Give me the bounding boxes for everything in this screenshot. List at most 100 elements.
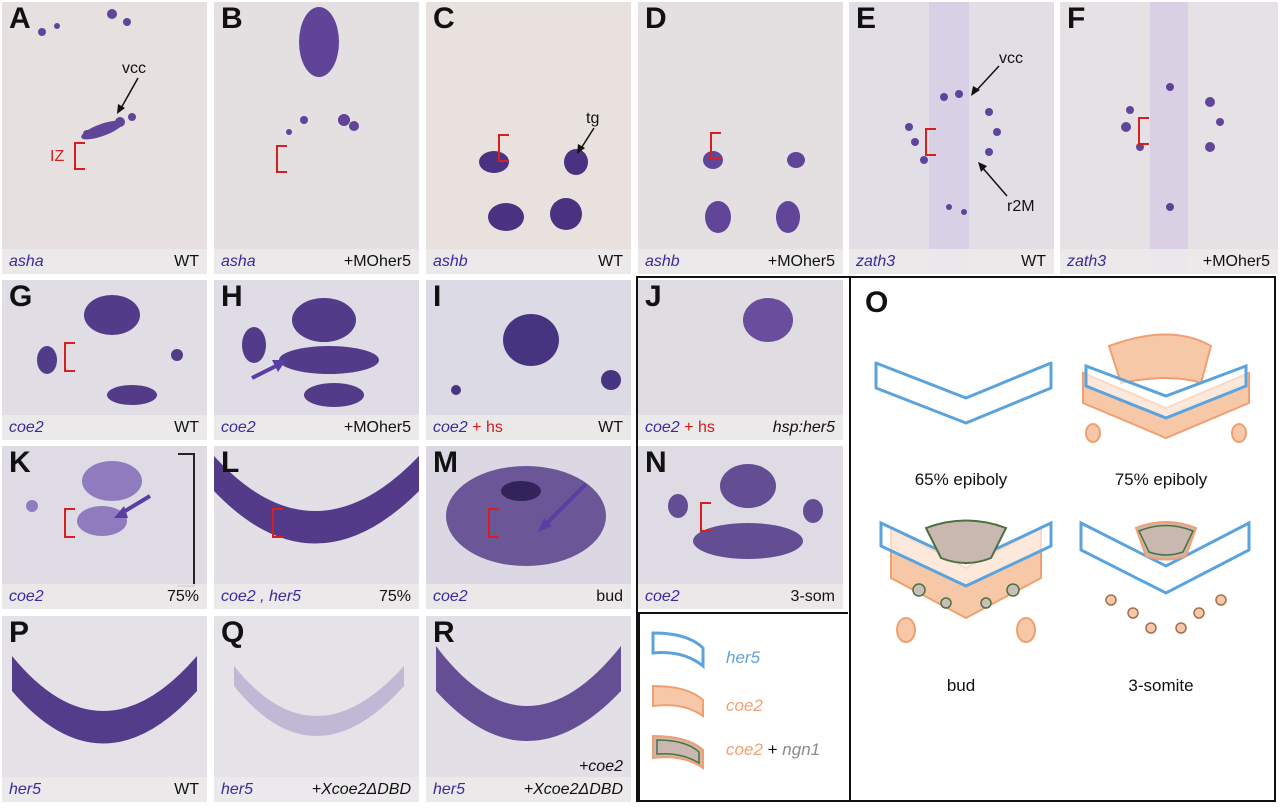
condition-top-label: +coe2 bbox=[578, 758, 623, 775]
panel-letter: B bbox=[221, 2, 243, 35]
panel-f: F zath3+MOher5 bbox=[1060, 2, 1278, 274]
gene-label: coe2 bbox=[221, 419, 256, 436]
arrow-icon bbox=[978, 162, 1008, 197]
panel-r: R +coe2 her5 +Xcoe2ΔDBD bbox=[426, 616, 631, 802]
gene-label: coe2 + hs bbox=[433, 415, 503, 440]
panel-letter: O bbox=[865, 286, 889, 319]
condition-label: WT bbox=[598, 419, 623, 436]
iz-bracket bbox=[498, 134, 509, 162]
panel-letter: J bbox=[645, 280, 662, 313]
stage-label-75: 75% epiboly bbox=[1114, 470, 1208, 489]
gene-label: ashb bbox=[433, 253, 468, 270]
micrograph-n bbox=[638, 446, 843, 609]
her5-domain-75 bbox=[1084, 363, 1248, 420]
gene-label: her5 bbox=[433, 781, 466, 798]
gene-label: coe2 bbox=[9, 419, 44, 436]
caption: coe2 + hs hsp:her5 bbox=[638, 415, 843, 440]
micrograph-k bbox=[2, 446, 207, 609]
condition-label: WT bbox=[174, 253, 199, 270]
condition-label: +MOher5 bbox=[343, 419, 411, 436]
panel-p: P her5 WT bbox=[2, 616, 207, 802]
condition-label: WT bbox=[598, 253, 623, 270]
legend-plus: + bbox=[767, 740, 778, 759]
arrow-icon bbox=[971, 65, 1000, 96]
caption: her5 +Xcoe2ΔDBD bbox=[426, 777, 631, 802]
panel-letter: L bbox=[221, 446, 240, 479]
iz-bracket bbox=[1138, 117, 1149, 145]
gene-label: zath3 bbox=[1067, 253, 1107, 270]
panel-letter: G bbox=[9, 280, 33, 313]
micrograph-i bbox=[426, 280, 631, 440]
gene-label: zath3 bbox=[856, 253, 896, 270]
her5-domain-65 bbox=[874, 361, 1053, 425]
panel-i: I coe2 + hs WT bbox=[426, 280, 631, 440]
stage-label-3somite: 3-somite bbox=[1128, 676, 1194, 695]
panel-letter: D bbox=[645, 2, 667, 35]
micrograph-d bbox=[638, 2, 843, 274]
micrograph-f bbox=[1060, 2, 1278, 274]
micrograph-r bbox=[426, 616, 631, 802]
legend-coe2-ngn1: coe2 + ngn1 bbox=[726, 740, 820, 760]
micrograph-j bbox=[638, 280, 843, 440]
gene-label: her5 bbox=[9, 781, 42, 798]
legend-coe2-part: coe2 bbox=[726, 740, 763, 759]
condition-label: WT bbox=[174, 781, 199, 798]
panel-c: C tg ashb WT bbox=[426, 2, 631, 274]
condition-label: hsp:her5 bbox=[772, 419, 835, 436]
panel-letter: C bbox=[433, 2, 455, 35]
stage-diagrams bbox=[874, 333, 1251, 643]
vcc-label: vcc bbox=[122, 60, 146, 77]
legend-ngn1-part: ngn1 bbox=[782, 740, 821, 759]
micrograph-q bbox=[214, 616, 419, 802]
gene-label: coe2 bbox=[645, 588, 680, 605]
caption: coe2 WT bbox=[2, 415, 207, 440]
heat-shock-label: + hs bbox=[472, 419, 503, 436]
arrow-icon bbox=[117, 77, 139, 114]
panel-letter: I bbox=[433, 280, 442, 313]
panel-letter: R bbox=[433, 616, 455, 649]
condition-label: +Xcoe2ΔDBD bbox=[311, 781, 411, 798]
caption: her5+Xcoe2ΔDBD bbox=[214, 777, 419, 802]
micrograph-m bbox=[426, 446, 631, 609]
condition-label: 75% bbox=[378, 588, 411, 605]
gene-label: ashb bbox=[645, 253, 680, 270]
gene-label: coe2 + hs bbox=[645, 415, 715, 440]
iz-bracket bbox=[64, 342, 75, 372]
panel-l: L coe2 , her5 75% bbox=[214, 446, 419, 609]
panel-g: G coe2 WT bbox=[2, 280, 207, 440]
micrograph-c bbox=[426, 2, 631, 274]
heat-shock-label: + hs bbox=[684, 419, 715, 436]
r2m-label: r2M bbox=[1007, 198, 1035, 215]
panel-letter: P bbox=[9, 616, 30, 649]
schematic-inner: O 65% epiboly 75% epiboly bud 3-somite bbox=[849, 276, 1276, 802]
condition-label: +Xcoe2ΔDBD bbox=[523, 781, 623, 798]
micrograph-a bbox=[2, 2, 207, 274]
tg-label: tg bbox=[586, 110, 600, 127]
legend-her5: her5 bbox=[726, 648, 761, 667]
iz-bracket bbox=[925, 128, 936, 156]
gene-label: coe2 bbox=[433, 588, 468, 605]
gene-label: coe2 , her5 bbox=[221, 588, 302, 605]
arrow-icon bbox=[577, 127, 595, 154]
coe2-swatch bbox=[652, 684, 704, 718]
condition-label: +MOher5 bbox=[343, 253, 411, 270]
panel-j: J coe2 + hs hsp:her5 bbox=[638, 280, 843, 440]
micrograph-g bbox=[2, 280, 207, 440]
condition-label: WT bbox=[174, 419, 199, 436]
caption: ashb WT bbox=[426, 249, 631, 274]
micrograph-e bbox=[849, 2, 1054, 274]
caption: zath3+MOher5 bbox=[1060, 249, 1278, 274]
legend-swatches bbox=[651, 631, 705, 770]
caption: her5 WT bbox=[2, 777, 207, 802]
micrograph-l bbox=[214, 446, 419, 609]
iz-bracket bbox=[700, 502, 711, 532]
condition-label: 75% bbox=[166, 588, 199, 605]
condition-label: 3-som bbox=[790, 588, 835, 605]
panel-letter: F bbox=[1067, 2, 1086, 35]
panel-letter: Q bbox=[221, 616, 245, 649]
